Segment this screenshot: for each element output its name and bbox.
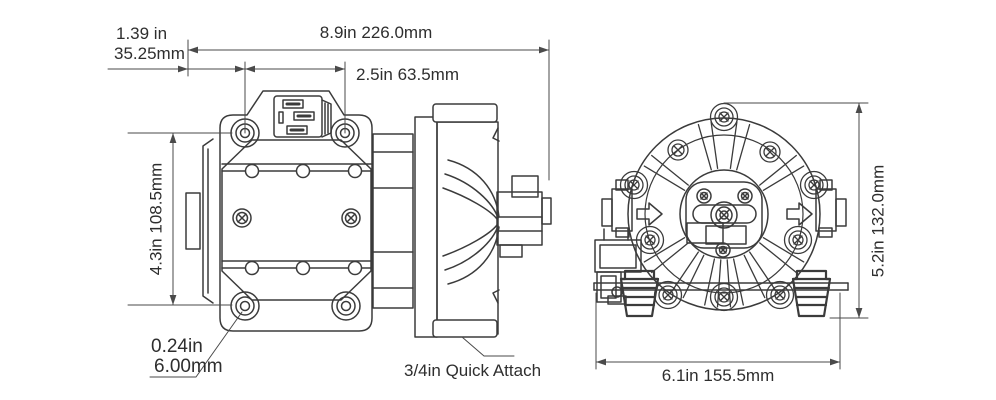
outlet-port-fitting (496, 175, 552, 258)
rubber-feet (619, 269, 832, 318)
flow-arrow-left (636, 202, 663, 226)
dim-label-overall-length: 8.9in 226.0mm (319, 23, 433, 42)
dim-label-hole-dia-in: 0.24in (151, 336, 203, 357)
dim-label-hole-spacing: 2.5in 63.5mm (356, 65, 459, 84)
dim-label-side-height: 4.3in 108.5mm (146, 162, 166, 276)
valve-housing (372, 133, 414, 309)
diaphragm-dome (432, 103, 500, 338)
strainer-fitting (594, 228, 642, 305)
clamp-ring (414, 116, 438, 338)
label-quick-attach: 3/4in Quick Attach (404, 361, 542, 380)
dim-label-front-height: 5.2in 132.0mm (868, 164, 888, 278)
dim-label-hole-dia-mm: 6.00mm (154, 356, 223, 377)
inlet-port (601, 179, 633, 238)
radial-ribs (643, 121, 805, 308)
side-view-drawing (107, 39, 552, 378)
pressure-switch-assembly (685, 181, 763, 258)
flow-arrow-right (786, 202, 813, 226)
dim-label-offset-in: 1.39 in (116, 24, 168, 43)
front-view-dimension-lines (595, 102, 869, 370)
mounting-bracket (593, 282, 849, 291)
outlet-port (815, 179, 847, 238)
mounting-plate (219, 90, 373, 332)
motor-end-cap (185, 138, 214, 304)
dim-label-offset-mm: 35.25mm (114, 44, 185, 63)
dim-label-front-width: 6.1in 155.5mm (661, 366, 775, 385)
power-connector (273, 95, 332, 138)
side-view-dimension-lines (107, 39, 550, 378)
front-view-drawing (593, 102, 869, 370)
pump-body (221, 139, 372, 301)
